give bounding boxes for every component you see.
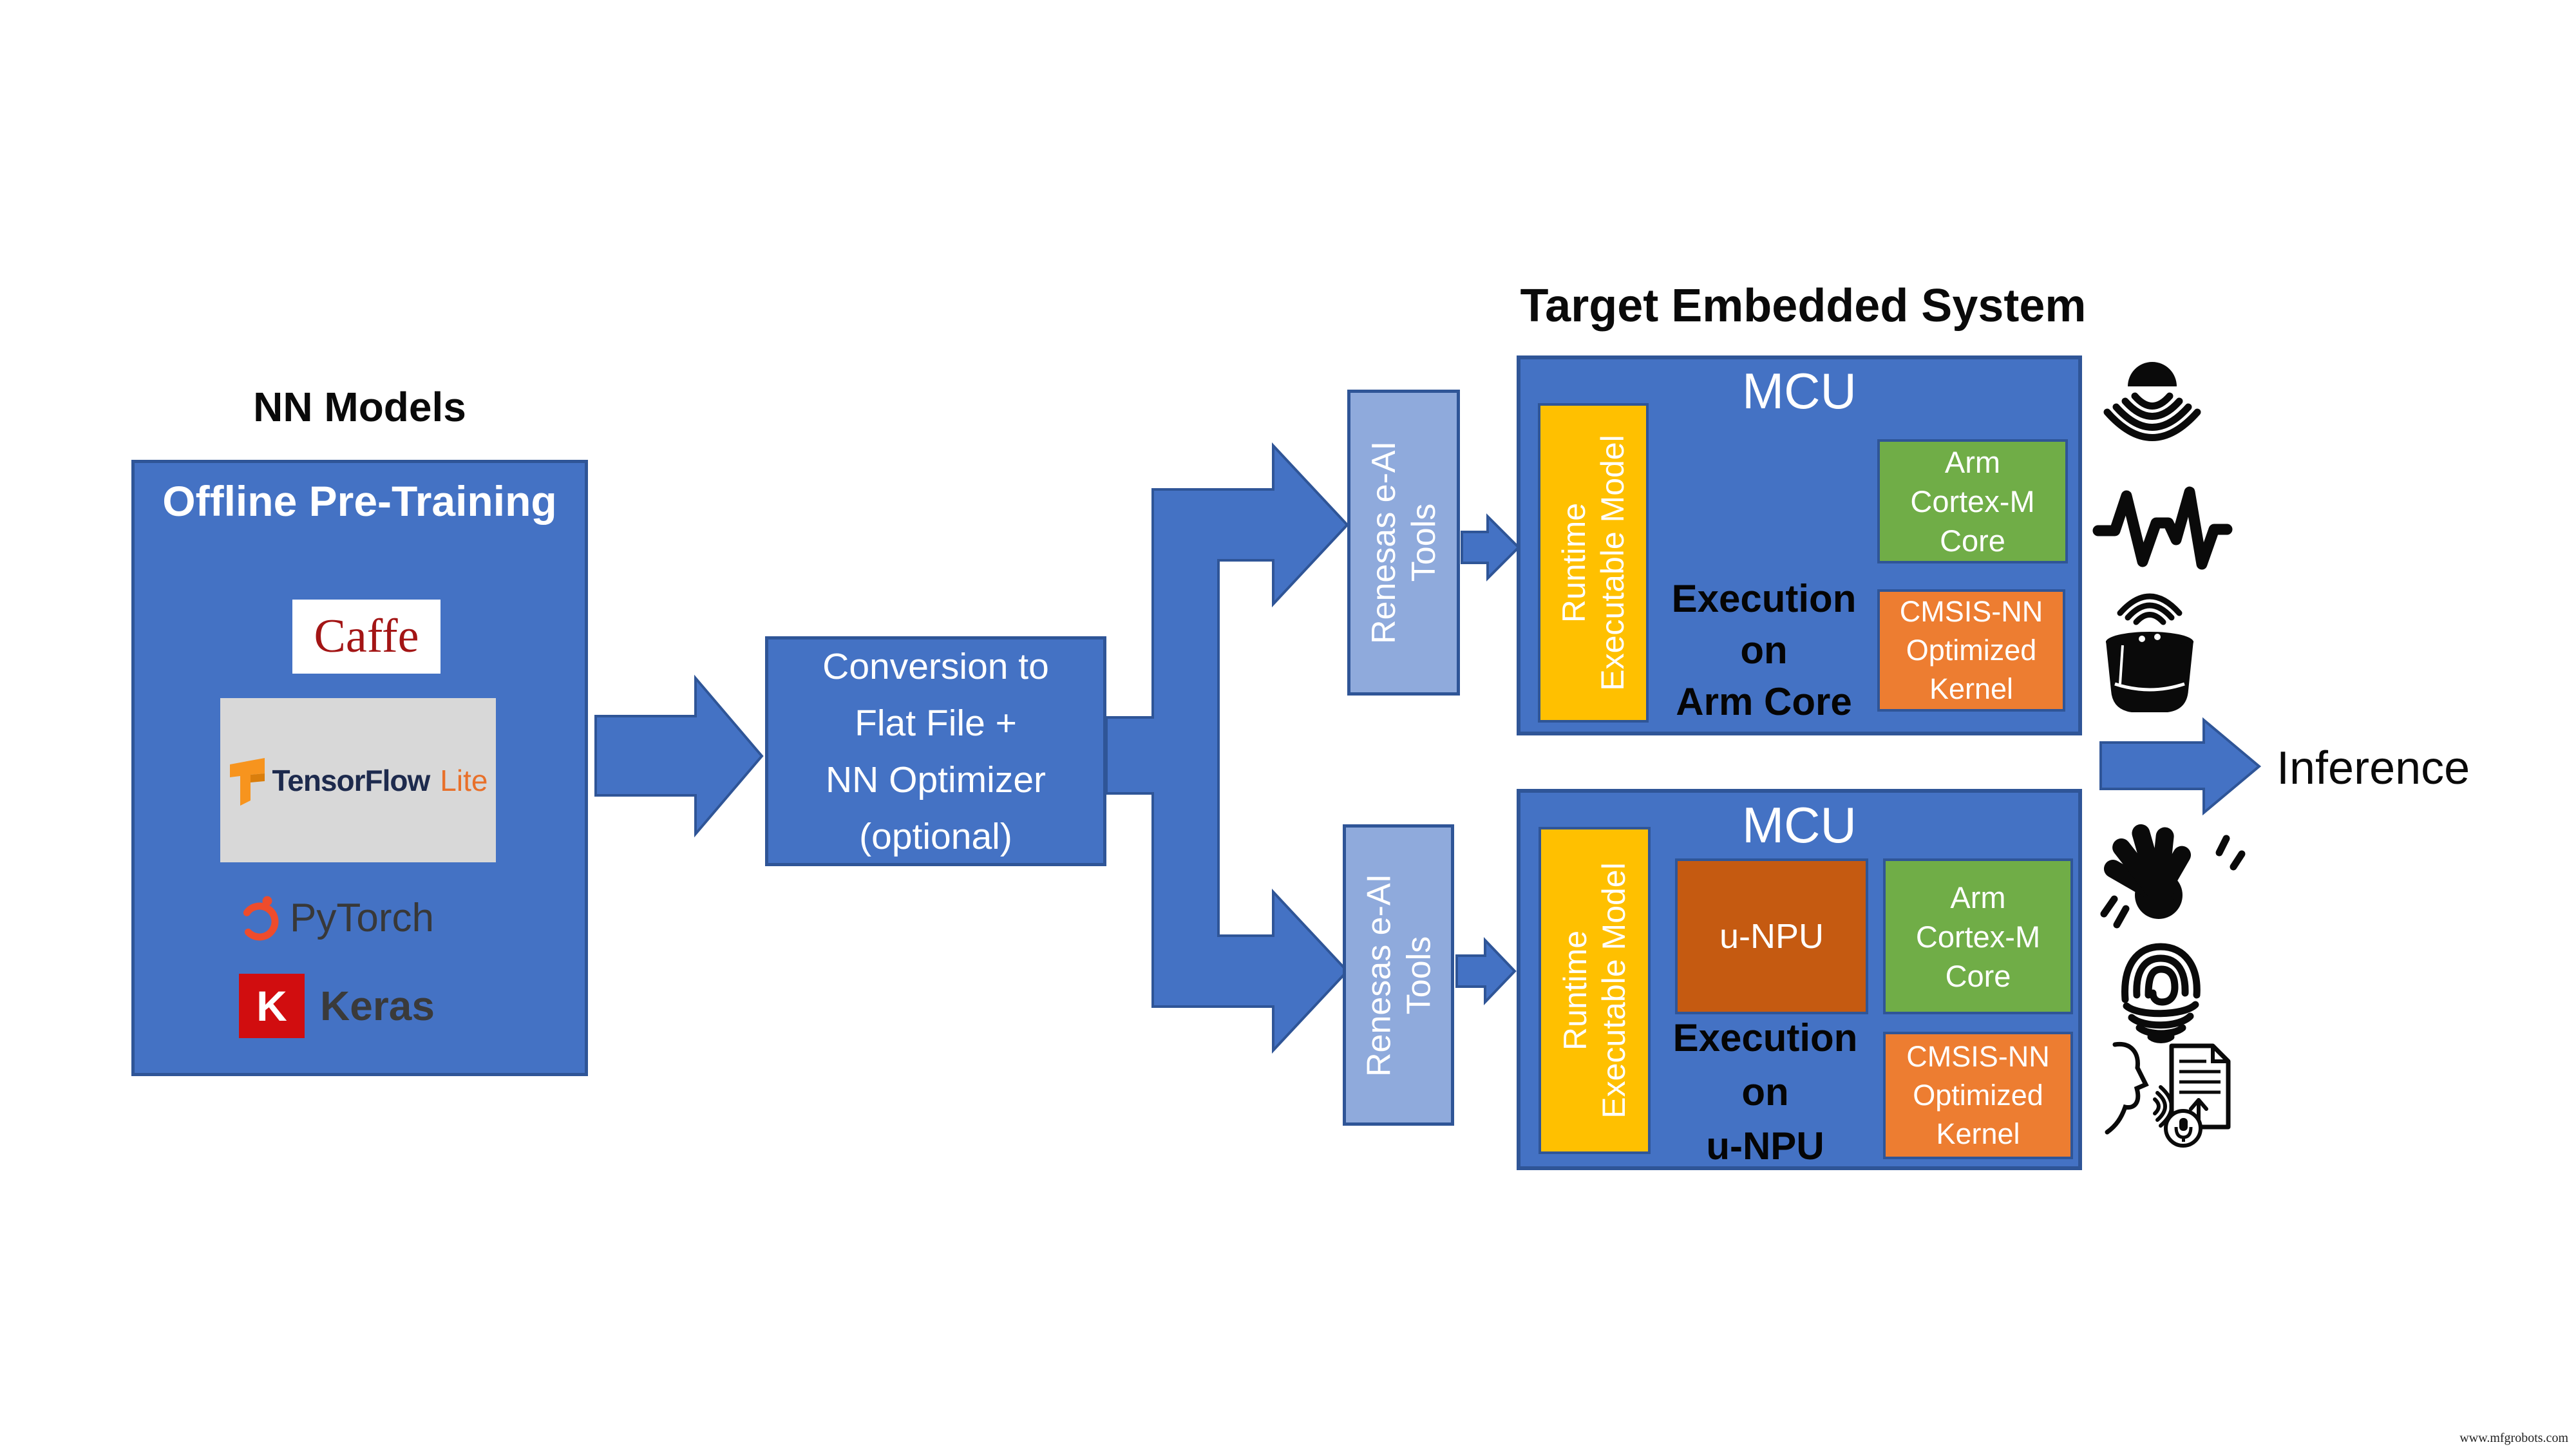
ultrasound-sensor-icon xyxy=(2103,362,2201,441)
cmsis-nn-kernel-box-top: CMSIS-NN Optimized Kernel xyxy=(1877,589,2065,712)
core-top-line3: Core xyxy=(1940,524,2005,558)
arrow-to-inference xyxy=(2099,717,2262,816)
runtime-executable-model-label-top: Runtime Executable Model xyxy=(1538,403,1649,723)
pytorch-logo-text: PyTorch xyxy=(290,895,434,940)
conversion-line-2: Flat File + xyxy=(855,702,1017,744)
arrow-tools-to-mcu-bottom xyxy=(1455,937,1517,1005)
mcu-top-title: MCU xyxy=(1742,362,1857,419)
caffe-logo-box: Caffe xyxy=(292,600,440,674)
renesas-tools-bottom-line1: Renesas e-AI xyxy=(1360,873,1397,1077)
runtime-executable-model-label-bottom: Runtime Executable Model xyxy=(1539,827,1651,1154)
offline-pretraining-label: Offline Pre-Training xyxy=(162,477,557,525)
keras-logo-row: K Keras xyxy=(239,974,497,1038)
pytorch-flame-icon xyxy=(240,896,279,941)
tensorflow-logo-icon xyxy=(229,757,265,806)
arm-cortex-m-core-box-top: Arm Cortex-M Core xyxy=(1877,439,2068,564)
renesas-tools-top-line1: Renesas e-AI xyxy=(1365,440,1403,645)
tensorflow-logo-text: TensorFlow xyxy=(272,763,431,797)
smart-speaker-icon xyxy=(2106,593,2193,712)
kernel-top-line1: CMSIS-NN xyxy=(1899,595,2043,628)
core-top-line1: Arm xyxy=(1944,445,2001,479)
renesas-tools-bottom-line2: Tools xyxy=(1400,936,1437,1015)
kernel-bottom-line3: Kernel xyxy=(1936,1117,2020,1150)
runtime-top-line1: Runtime xyxy=(1556,502,1592,623)
kernel-bottom-line1: CMSIS-NN xyxy=(1906,1040,2050,1073)
speech-to-text-icon xyxy=(2105,1041,2231,1148)
runtime-bottom-line1: Runtime xyxy=(1557,930,1593,1051)
pytorch-logo-row: PyTorch xyxy=(240,892,484,943)
keras-logo-icon: K xyxy=(239,974,305,1038)
execution-on-arm-core-label: Execution on Arm Core xyxy=(1646,577,1882,723)
core-bottom-line2: Cortex-M xyxy=(1915,919,2041,954)
exec-top-line1: Execution on xyxy=(1671,577,1857,672)
arm-cortex-m-core-box-bottom: Arm Cortex-M Core xyxy=(1883,858,2073,1014)
conversion-line-3: NN Optimizer xyxy=(825,759,1046,800)
conversion-line-4: (optional) xyxy=(859,815,1012,857)
runtime-bottom-line2: Executable Model xyxy=(1596,862,1632,1119)
core-bottom-line1: Arm xyxy=(1950,880,2006,914)
core-bottom-line3: Core xyxy=(1945,958,2011,993)
renesas-tools-box-top xyxy=(1347,390,1460,696)
runtime-top-line2: Executable Model xyxy=(1595,435,1631,691)
keras-logo-text: Keras xyxy=(320,983,435,1029)
tensorflow-lite-logo-text: Lite xyxy=(440,763,488,797)
fingerprint-icon xyxy=(2121,943,2201,1043)
kernel-top-line2: Optimized xyxy=(1906,634,2037,667)
mcu-bottom-title: MCU xyxy=(1742,796,1857,853)
conversion-line-1: Conversion to xyxy=(822,645,1049,687)
execution-on-u-npu-label: Execution on u-NPU xyxy=(1647,1016,1883,1168)
kernel-top-line3: Kernel xyxy=(1929,672,2014,705)
signal-waveform-icon xyxy=(2092,486,2233,570)
nn-models-title: NN Models xyxy=(253,384,466,430)
inference-label: Inference xyxy=(2277,743,2470,794)
exec-top-line2: Arm Core xyxy=(1676,680,1852,723)
tensorflow-lite-logo-box: TensorFlow Lite xyxy=(220,698,496,862)
kernel-bottom-line2: Optimized xyxy=(1913,1079,2043,1112)
target-embedded-system-title: Target Embedded System xyxy=(1520,280,2087,332)
caffe-logo-text: Caffe xyxy=(314,610,419,663)
u-npu-box: u-NPU xyxy=(1675,858,1868,1014)
exec-bottom-line2: u-NPU xyxy=(1706,1124,1824,1168)
runtime-executable-model-box-bottom xyxy=(1539,827,1651,1154)
conversion-box: Conversion to Flat File + NN Optimizer (… xyxy=(765,636,1106,866)
arrow-tools-to-mcu-top xyxy=(1461,513,1520,582)
watermark: www.mfgrobots.com xyxy=(2459,1431,2568,1445)
runtime-executable-model-box-top xyxy=(1538,403,1649,723)
renesas-tools-label-top: Renesas e-AI Tools xyxy=(1347,390,1460,696)
renesas-tools-box-bottom xyxy=(1343,824,1454,1126)
exec-bottom-line1: Execution on xyxy=(1672,1016,1858,1113)
core-top-line2: Cortex-M xyxy=(1910,484,2035,518)
waving-hand-icon xyxy=(2100,824,2246,929)
arrow-models-to-conversion xyxy=(594,674,764,838)
renesas-tools-top-line2: Tools xyxy=(1405,503,1443,582)
connector-branch-arrows xyxy=(1105,442,1349,1054)
cmsis-nn-kernel-box-bottom: CMSIS-NN Optimized Kernel xyxy=(1883,1032,2073,1159)
renesas-tools-label-bottom: Renesas e-AI Tools xyxy=(1343,825,1455,1126)
